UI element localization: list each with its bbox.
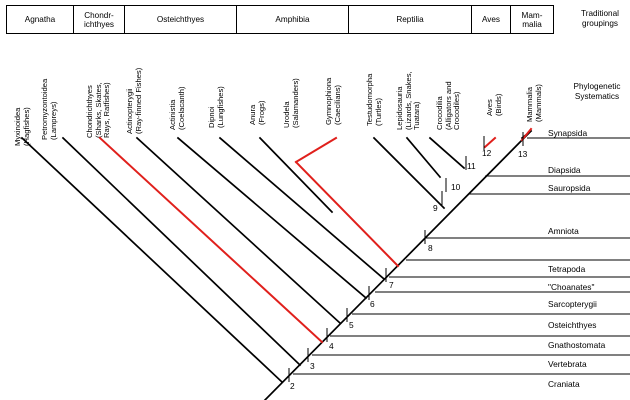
header-text: Mam- malia: [522, 11, 543, 29]
phylogenetic-systematics-heading: Phylogenetic Systematics: [566, 82, 628, 102]
group-vertebrata: Vertebrata: [548, 359, 587, 369]
branch-actinistia: [176, 136, 368, 300]
header-label: Chondr-: [84, 10, 114, 20]
header-label: Reptilia: [396, 15, 424, 24]
heading-line: Systematics: [574, 92, 620, 101]
group-tetrapoda: Tetrapoda: [548, 264, 586, 274]
node-number-12: 12: [482, 148, 492, 158]
branch-actinopterygii: [135, 136, 342, 325]
header-label: malia: [522, 19, 542, 29]
group-amniota: Amniota: [548, 226, 579, 236]
group-craniata: Craniata: [548, 379, 580, 389]
group-osteichthyes: Osteichthyes: [548, 320, 597, 330]
node-number-10: 10: [451, 182, 461, 192]
header-agnatha: Agnatha: [6, 5, 74, 34]
group-synapsida: Synapsida: [548, 128, 588, 138]
heading-line: groupings: [582, 19, 618, 28]
header-osteichthyes: Osteichthyes: [124, 5, 237, 34]
node-number-6: 6: [370, 299, 375, 309]
branch-petromyzontoidea: [61, 136, 302, 367]
branch-dipnoi: [218, 136, 386, 281]
header-chondrichthyes: Chondr- ichthyes: [73, 5, 125, 34]
node-number-4: 4: [329, 341, 334, 351]
branch-crocodilia: [428, 136, 466, 170]
node-number-3: 3: [310, 361, 315, 371]
branch-lepidosauria: [405, 136, 442, 179]
branch-amphibia-stem: [294, 160, 400, 268]
heading-line: Phylogenetic: [573, 82, 621, 91]
branch-aves: [483, 136, 497, 149]
cladogram-branches: [20, 129, 533, 400]
header-label: Aves: [481, 15, 501, 24]
heading-line: Traditional: [581, 9, 619, 18]
group-sauropsida: Sauropsida: [548, 183, 591, 193]
group-gnathostomata: Gnathostomata: [548, 340, 606, 350]
group-diapsida: Diapsida: [548, 165, 581, 175]
header-mammalia: Mam- malia: [510, 5, 554, 34]
branch-chondrichthyes: [98, 136, 324, 344]
node-number-9: 9: [433, 203, 438, 213]
header-aves: Aves: [471, 5, 511, 34]
traditional-groupings-heading: Traditional groupings: [571, 9, 629, 29]
node-number-8: 8: [428, 243, 433, 253]
group-lines: [288, 132, 630, 382]
branch-myxinoidea: [20, 136, 284, 384]
header-label: Osteichthyes: [156, 15, 205, 24]
branch-testudomorpha: [372, 136, 446, 210]
header-label: ichthyes: [83, 19, 115, 29]
node-number-13: 13: [518, 149, 528, 159]
group-sarcopterygii: Sarcopterygii: [548, 299, 597, 309]
header-reptilia: Reptilia: [348, 5, 472, 34]
node-number-11: 11: [467, 161, 476, 171]
group-choanates: "Choanates": [548, 282, 595, 292]
header-label: Agnatha: [24, 15, 56, 24]
header-amphibia: Amphibia: [236, 5, 349, 34]
header-text: Chondr- ichthyes: [84, 11, 114, 29]
node-number-2: 2: [290, 381, 295, 391]
header-label: Mam-: [521, 10, 543, 20]
branch-anura: [258, 136, 334, 214]
header-label: Amphibia: [275, 15, 310, 24]
node-number-7: 7: [389, 280, 394, 290]
node-number-5: 5: [349, 320, 354, 330]
branch-urodela-gymnophiona: [294, 136, 338, 164]
